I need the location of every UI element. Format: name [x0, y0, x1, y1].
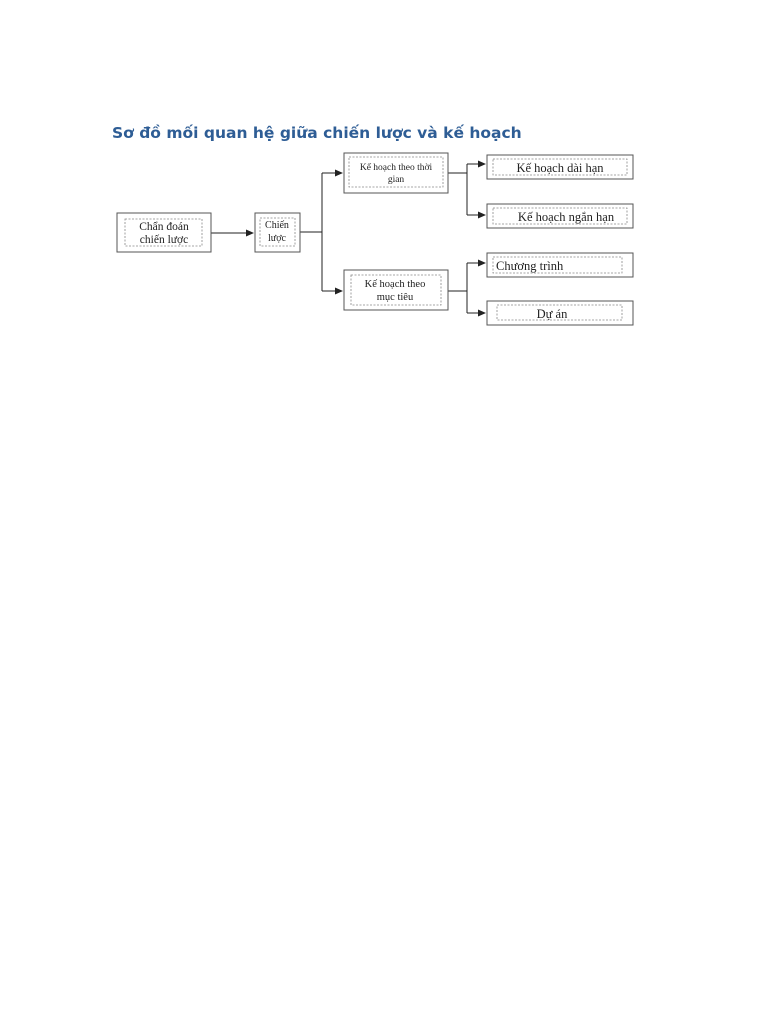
- node-long-term-inner-box: [492, 158, 628, 176]
- node-diagnosis-line1: Chẩn đoán: [139, 220, 189, 233]
- arrowhead-long-term: [478, 160, 486, 168]
- node-project-label: Dự án: [537, 307, 568, 321]
- arrowhead-goal-plan: [335, 287, 343, 295]
- arrowhead-program: [478, 259, 486, 267]
- node-diagnosis-line2: chiến lược: [140, 233, 188, 246]
- arrowhead-short-term: [478, 211, 486, 219]
- node-strategy-line1: Chiến: [265, 220, 289, 231]
- node-long-term: Kế hoạch dài hạn: [486, 154, 634, 180]
- node-diagnosis: Chẩn đoán chiến lược: [116, 212, 212, 253]
- node-diagnosis-box: [116, 212, 212, 253]
- node-time-plan-line1: Kế hoạch theo thời: [360, 162, 433, 173]
- arrowhead-strategy: [246, 229, 254, 237]
- node-short-term-inner-box: [492, 207, 628, 225]
- arrowhead-project: [478, 309, 486, 317]
- node-long-term-label: Kế hoạch dài hạn: [516, 161, 604, 175]
- node-goal-plan: Kế hoạch theo mục tiêu: [343, 269, 449, 311]
- arrowhead-time-plan: [335, 169, 343, 177]
- node-strategy-box: [254, 212, 301, 253]
- page-title: Sơ đồ mối quan hệ giữa chiến lược và kế …: [112, 124, 522, 142]
- node-program-inner-box: [492, 256, 623, 274]
- node-strategy-line2: lược: [268, 233, 286, 244]
- diagram-connectors: [211, 160, 486, 317]
- node-program-label: Chương trình: [496, 259, 564, 273]
- node-time-plan-inner-box: [348, 156, 444, 188]
- node-strategy: Chiến lược: [254, 212, 301, 253]
- node-time-plan-line2: gian: [388, 175, 405, 185]
- node-goal-plan-line1: Kế hoạch theo: [365, 279, 426, 290]
- node-program: Chương trình: [486, 252, 634, 278]
- node-project: Dự án: [486, 300, 634, 326]
- node-diagnosis-inner-box: [124, 218, 203, 247]
- node-time-plan: Kế hoạch theo thời gian: [343, 152, 449, 194]
- node-goal-plan-inner-box: [350, 274, 442, 306]
- node-time-plan-box: [343, 152, 449, 194]
- node-goal-plan-line2: mục tiêu: [377, 292, 414, 303]
- node-goal-plan-box: [343, 269, 449, 311]
- node-short-term: Kế hoạch ngắn hạn: [486, 203, 634, 229]
- node-strategy-inner-box: [259, 217, 296, 247]
- node-short-term-label: Kế hoạch ngắn hạn: [518, 210, 615, 224]
